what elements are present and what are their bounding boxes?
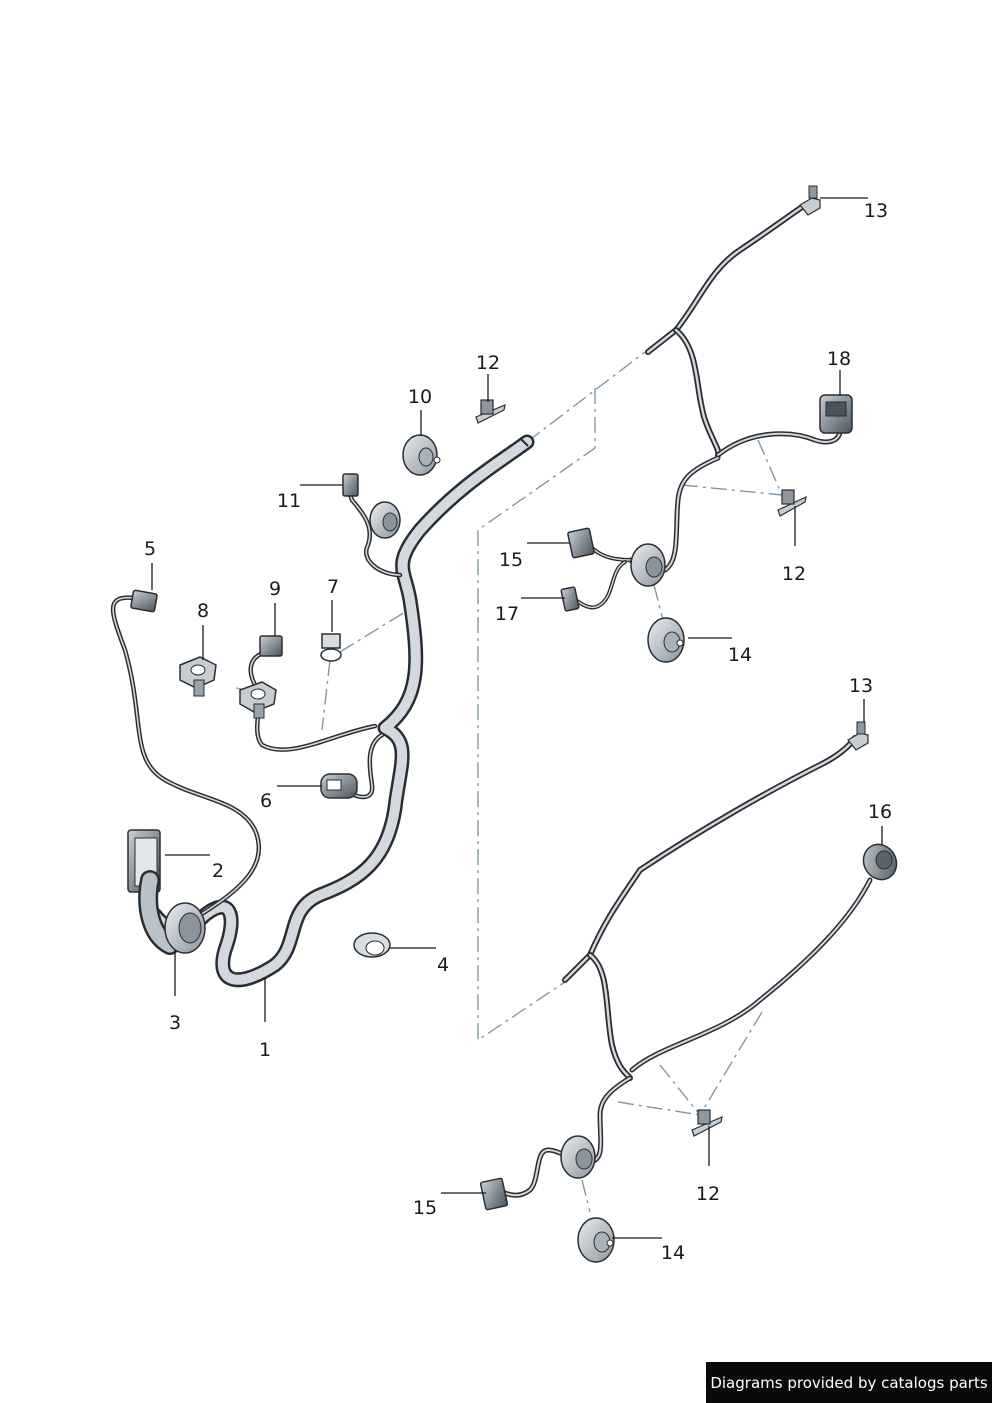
component-grommet-14-upper: [630, 543, 685, 663]
callout-9: 9: [269, 578, 281, 600]
leader-lines: [151, 197, 883, 1239]
component-grommet-3: [164, 902, 206, 954]
component-sensor-16: [862, 843, 898, 881]
component-connector-9: [239, 635, 283, 719]
component-terminal-13-upper: [799, 185, 821, 216]
callout-11: 11: [277, 490, 301, 512]
component-connector-18: [819, 394, 853, 434]
component-connector-6: [320, 773, 358, 799]
callout-4: 4: [437, 954, 449, 976]
watermark-banner: Diagrams provided by catalogs parts: [706, 1362, 992, 1403]
callout-8: 8: [197, 600, 209, 622]
component-clip-7: [320, 633, 342, 662]
component-grommet-10: [402, 434, 441, 476]
callout-12-right: 12: [782, 563, 806, 585]
wiring-harness-lower-right: [502, 735, 873, 1198]
callout-2: 2: [212, 860, 224, 882]
component-housing-2: [127, 829, 180, 955]
callout-17: 17: [495, 603, 519, 625]
component-connector-15-lower: [479, 1177, 509, 1211]
callout-6: 6: [260, 790, 272, 812]
component-connector-15-upper: [567, 527, 595, 559]
callout-15-upper: 15: [499, 549, 523, 571]
callout-1: 1: [259, 1039, 271, 1061]
component-terminal-13-lower: [847, 721, 869, 751]
callout-15-lower: 15: [413, 1197, 437, 1219]
component-connector-5: [130, 589, 158, 613]
component-connector-11: [342, 473, 401, 539]
callout-13-upper: 13: [864, 200, 888, 222]
callout-labels: 1 2 3 4 5 6 7 8 9 10 11 12 12 12 13 13 1…: [144, 200, 892, 1264]
component-grommet-14-lower: [560, 1135, 615, 1263]
phantom-lines: [235, 351, 783, 1213]
component-clip-12-right: [777, 489, 807, 517]
callout-13-lower: 13: [849, 675, 873, 697]
callout-16: 16: [868, 801, 892, 823]
callout-14-upper: 14: [728, 644, 752, 666]
component-holder-8: [179, 656, 217, 697]
callout-12-upper: 12: [476, 352, 500, 374]
callout-14-lower: 14: [661, 1242, 685, 1264]
callout-7: 7: [327, 576, 339, 598]
callout-5: 5: [144, 538, 156, 560]
component-connector-17: [560, 586, 580, 612]
callout-3: 3: [169, 1012, 181, 1034]
component-clip-12-upper: [475, 399, 506, 424]
callout-12-lower: 12: [696, 1183, 720, 1205]
wiring-harness-main: [110, 434, 535, 988]
callout-10: 10: [408, 386, 432, 408]
component-clip-12-lower: [691, 1109, 723, 1137]
component-clip-4: [353, 932, 391, 958]
wiring-harness-upper-right: [573, 202, 843, 610]
callout-18: 18: [827, 348, 851, 370]
